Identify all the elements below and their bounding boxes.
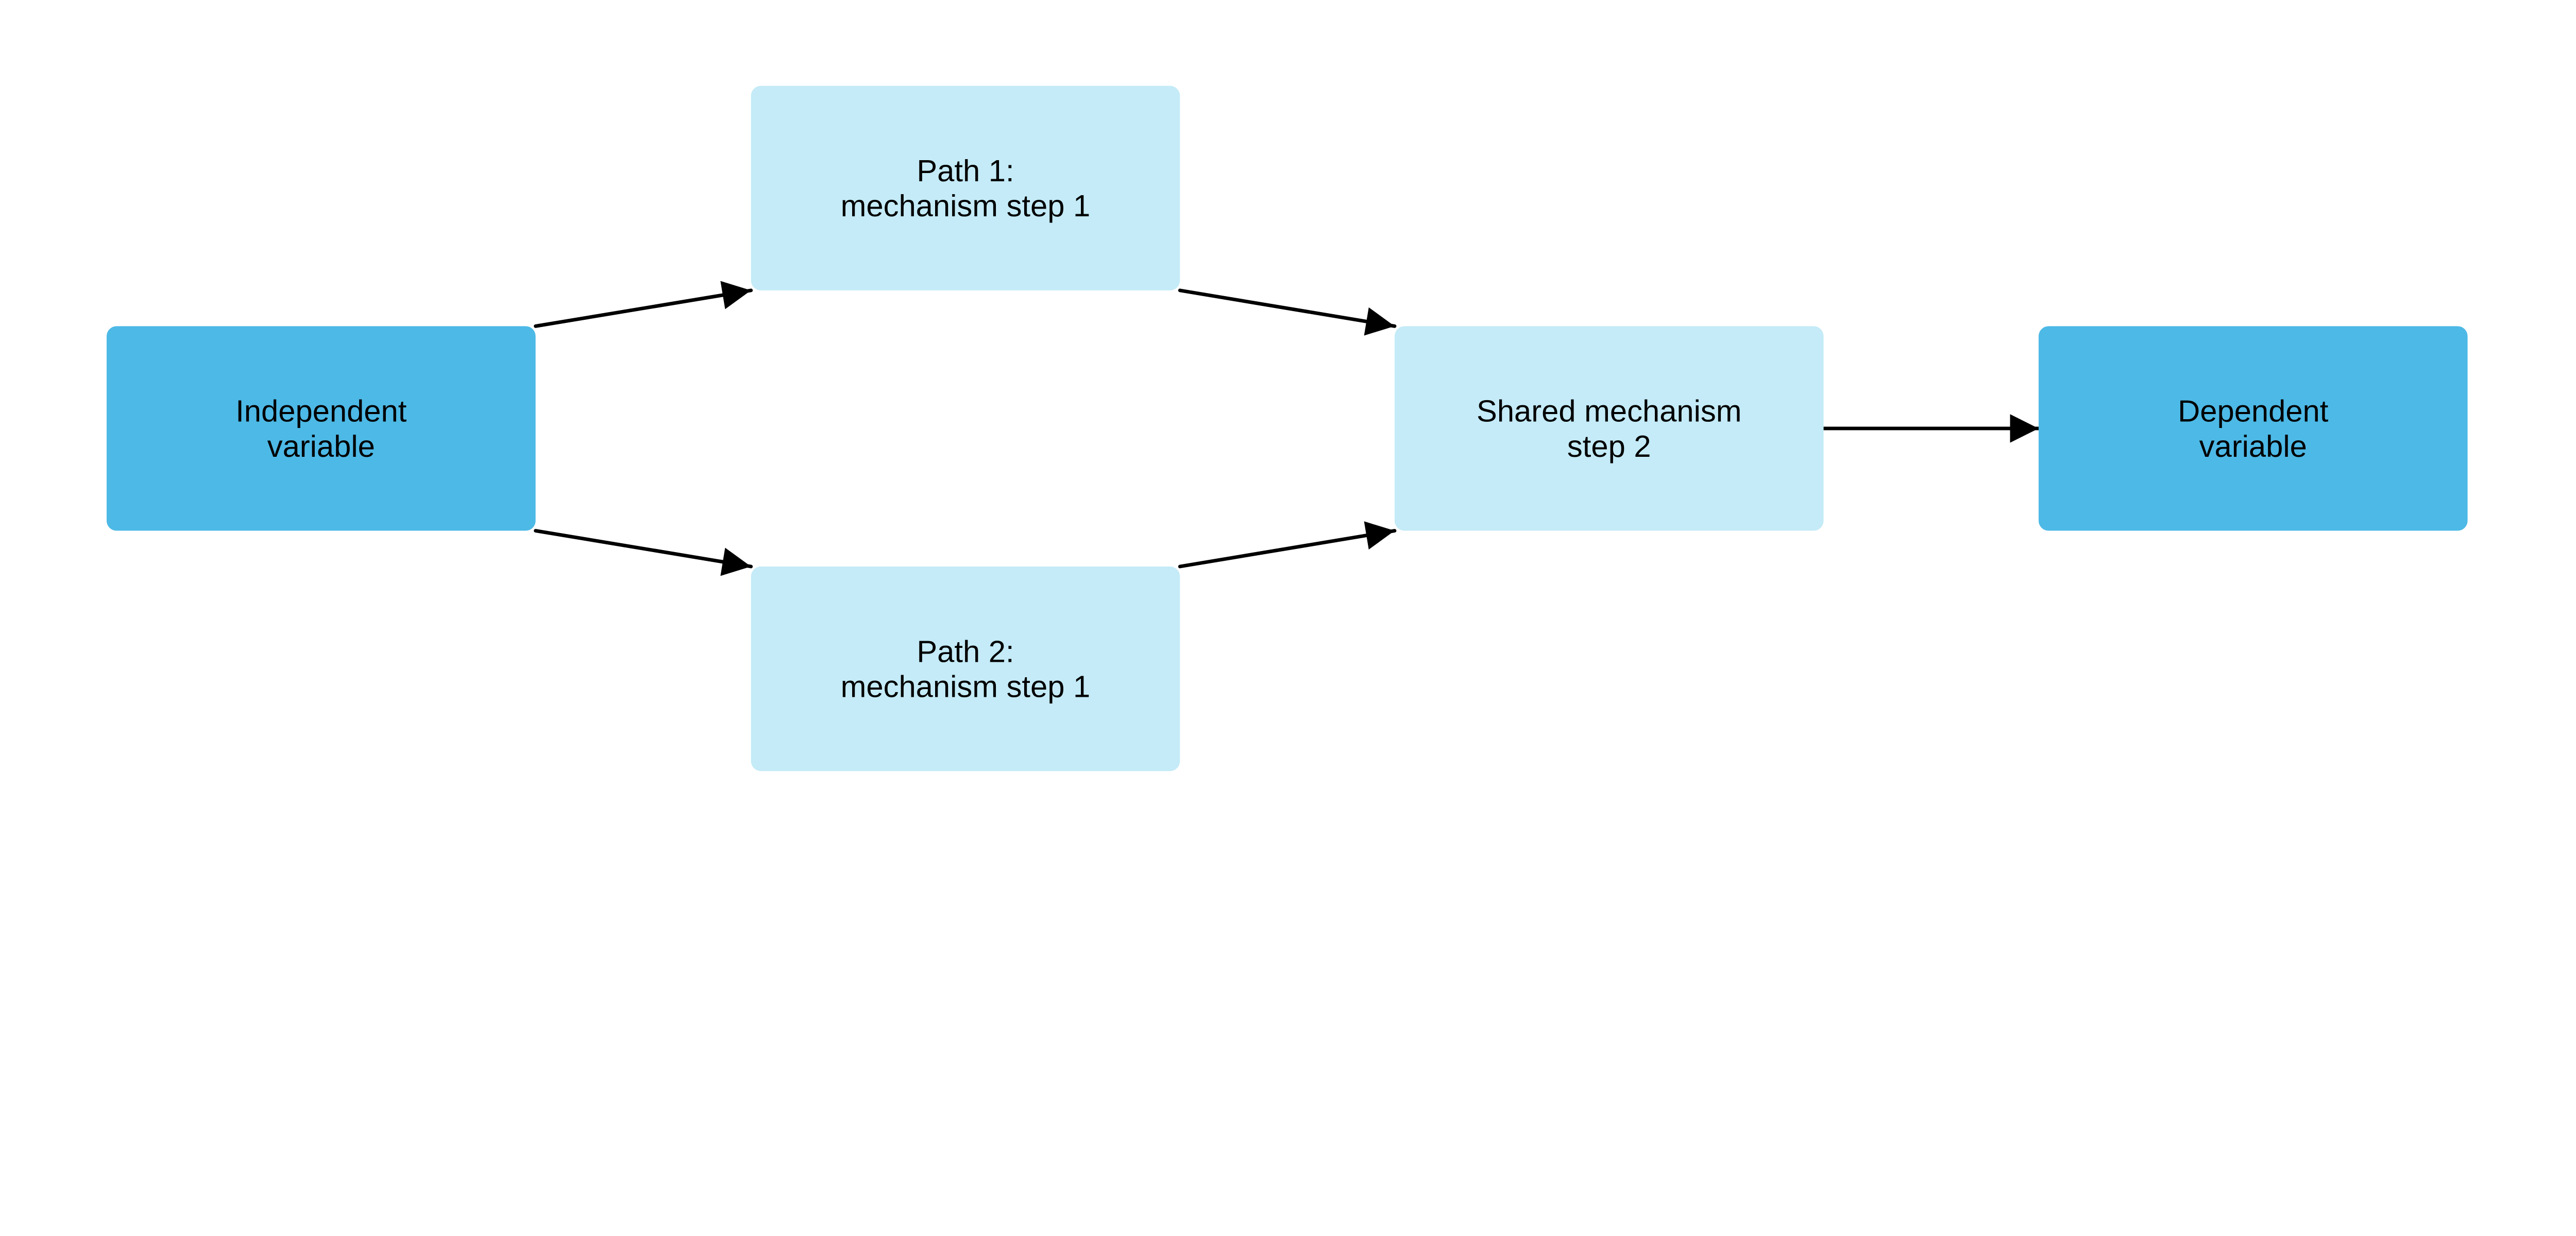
node-box xyxy=(106,326,536,531)
arrow-path1-to-shared xyxy=(1178,288,1397,336)
node-label-line: variable xyxy=(2199,429,2307,464)
arrow-independent-to-path1 xyxy=(534,281,753,328)
edges xyxy=(534,281,2041,576)
node-label-line: mechanism step 1 xyxy=(841,669,1091,703)
node-box xyxy=(1394,326,1824,531)
node-box xyxy=(2038,326,2468,531)
node-label-line: Independent xyxy=(235,394,407,428)
arrow-path2-to-shared xyxy=(1178,521,1397,569)
arrow-independent-to-path2 xyxy=(534,529,753,576)
node-label-line: Shared mechanism xyxy=(1477,394,1742,428)
node-path1: Path 1:mechanism step 1 xyxy=(751,85,1180,290)
node-label-line: Path 2: xyxy=(917,634,1014,668)
node-label-line: step 2 xyxy=(1567,429,1651,464)
node-label-line: Path 1: xyxy=(917,153,1014,188)
node-box xyxy=(751,566,1180,771)
node-path2: Path 2:mechanism step 1 xyxy=(751,566,1180,771)
node-label-line: mechanism step 1 xyxy=(841,188,1091,223)
node-label-line: Dependent xyxy=(2178,394,2329,428)
node-label-line: variable xyxy=(267,429,375,464)
node-box xyxy=(751,85,1180,290)
